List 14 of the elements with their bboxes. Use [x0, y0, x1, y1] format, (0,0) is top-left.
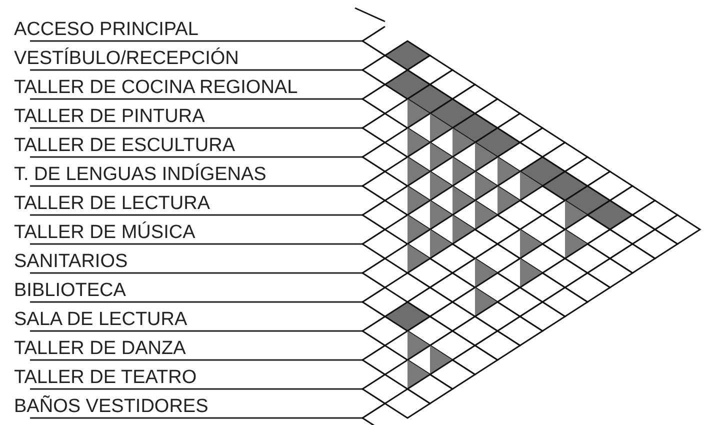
space-label: BIBLIOTECA — [14, 281, 126, 301]
space-label: TALLER DE PINTURA — [14, 107, 205, 127]
space-label: SANITARIOS — [14, 252, 128, 272]
space-label: BAÑOS VESTIDORES — [14, 397, 208, 417]
space-label: VESTÍBULO/RECEPCIÓN — [14, 49, 239, 69]
space-label: TALLER DE TEATRO — [14, 368, 197, 388]
space-label: TALLER DE COCINA REGIONAL — [14, 78, 298, 98]
space-label: SALA DE LECTURA — [14, 310, 188, 330]
space-label: TALLER DE ESCULTURA — [14, 136, 236, 156]
space-label: T. DE LENGUAS INDÍGENAS — [14, 165, 266, 185]
space-label: ACCESO PRINCIPAL — [14, 20, 198, 40]
space-label: TALLER DE DANZA — [14, 339, 186, 359]
space-label: TALLER DE MÚSICA — [14, 223, 196, 243]
space-label: TALLER DE LECTURA — [14, 194, 210, 214]
